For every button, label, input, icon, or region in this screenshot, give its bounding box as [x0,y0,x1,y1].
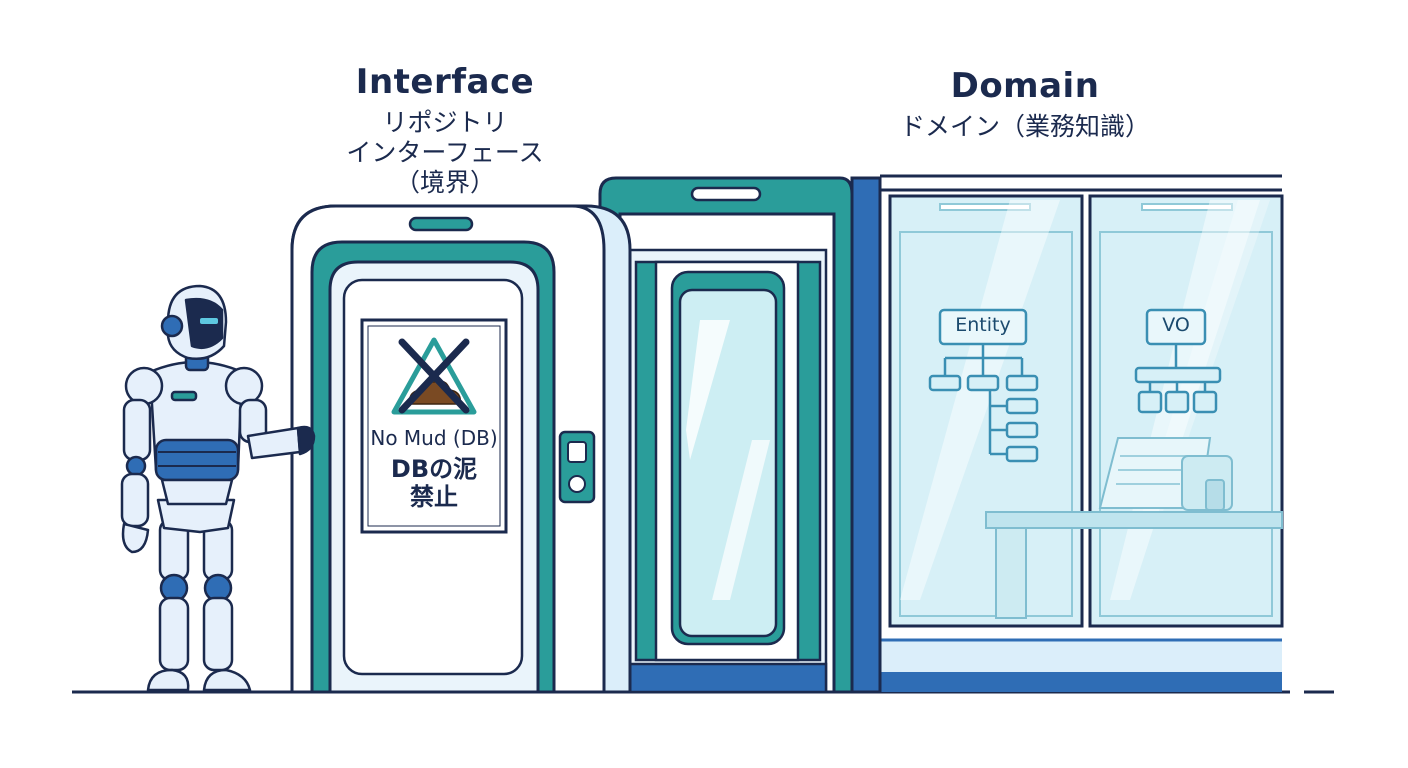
interface-subtitle: リポジトリ インターフェース （境界） [346,108,544,197]
robot-figure [120,284,316,692]
entity-label: Entity [955,314,1011,336]
sign-japanese-text: DBの泥 禁止 [390,455,478,511]
sign-english-text: No Mud (DB) [370,426,498,450]
vo-tree [1134,308,1222,414]
domain-room [880,174,1284,692]
domain-subtitle: ドメイン（業務知識） [899,112,1150,141]
vo-label: VO [1162,314,1190,336]
domain-title: Domain [950,66,1100,106]
entity-tree [928,308,1039,463]
inner-door [598,176,854,694]
no-mud-sign [360,318,508,534]
interface-title: Interface [355,62,535,102]
divider-pillar [850,176,882,694]
